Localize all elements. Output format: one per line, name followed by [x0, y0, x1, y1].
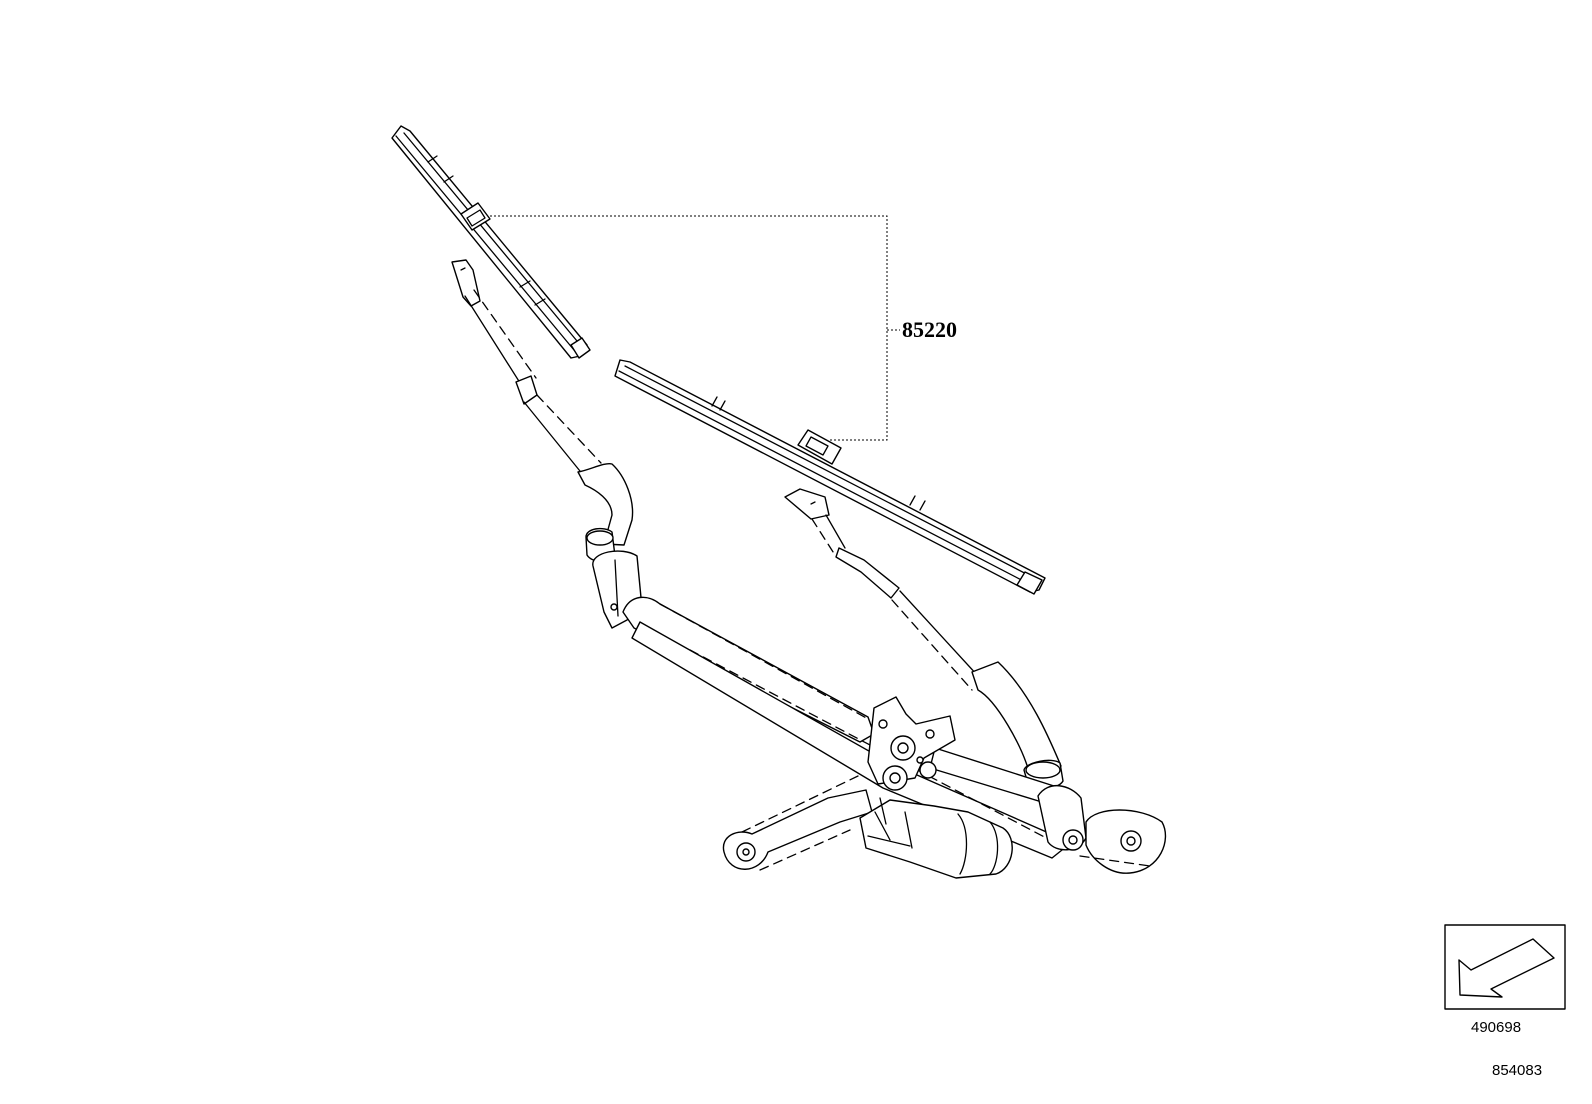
wiper-motor: [859, 696, 1013, 879]
left-wiper-blade[interactable]: [391, 125, 591, 359]
diagram-number: 854083: [1492, 1062, 1542, 1079]
view-arrow-box: [1444, 924, 1566, 1010]
wiper-linkage: [592, 550, 1167, 874]
part-number-label[interactable]: 85220: [902, 317, 957, 342]
callout-leader: [490, 215, 900, 441]
view-direction-arrow-icon: [1458, 938, 1555, 998]
view-arrow-number: 490698: [1471, 1019, 1521, 1036]
right-wiper-blade[interactable]: [614, 359, 1046, 595]
